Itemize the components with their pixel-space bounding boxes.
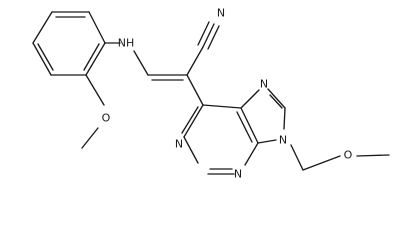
bond-ring-a-6	[32, 11, 53, 44]
bond-imidazole-4	[257, 139, 277, 144]
bond-nitrile-3	[207, 25, 220, 50]
bond-pyrimidine-2	[183, 136, 199, 164]
bond-ring-a-3	[85, 42, 106, 76]
bond-ring-a-5	[32, 42, 52, 76]
bond-nh-to-ch	[133, 50, 149, 76]
bond-nitrile-1	[202, 23, 215, 48]
bond-o-right-to-ch3	[356, 154, 390, 157]
bond-pyrimidine-5-inner	[236, 111, 253, 143]
bond-ring-a-inner-2	[83, 43, 100, 71]
chemical-structure-drawing: N NH O N N N N O	[32, 7, 390, 181]
atom-label-purine-n1: N	[175, 138, 183, 151]
bond-vinyl-to-purine	[186, 74, 204, 106]
bond-imidazole-2-inner	[269, 94, 283, 109]
bond-layer	[32, 11, 390, 175]
bond-nitrile-2	[197, 21, 210, 46]
bond-imidazole-3	[283, 107, 286, 130]
bond-imidazole-1	[240, 89, 260, 109]
bond-ring-a-inner-3	[37, 43, 54, 71]
bond-ring-to-o-left	[85, 74, 105, 106]
atom-label-layer: N NH O N N N N O	[102, 7, 353, 181]
atom-label-ether-o-right: O	[344, 149, 353, 162]
bond-pyrimidine-1	[183, 104, 204, 138]
atom-label-nitrile-n: N	[217, 7, 225, 20]
structure-canvas: N NH O N N N N O	[32, 7, 390, 181]
bond-o-left-to-ch3	[81, 127, 99, 149]
atom-label-amine-nh: NH	[118, 37, 135, 50]
atom-label-purine-n3: N	[234, 168, 242, 181]
bond-n9-to-ch2	[290, 144, 304, 171]
bond-c-to-cn	[186, 46, 204, 76]
bond-ring-a-2	[88, 11, 106, 44]
atom-label-purine-n9: N	[279, 134, 287, 147]
bond-imidazole-2	[267, 88, 286, 109]
bond-pyrimidine-4	[244, 142, 259, 166]
bond-pyrimidine-6	[202, 104, 242, 109]
atom-label-ether-o-left: O	[102, 112, 111, 125]
bond-ch2-to-o-right	[302, 155, 341, 171]
atom-label-purine-n7: N	[260, 78, 268, 91]
bond-pyrimidine-5	[240, 107, 259, 144]
bond-pyrimidine-1-inner	[181, 106, 199, 134]
